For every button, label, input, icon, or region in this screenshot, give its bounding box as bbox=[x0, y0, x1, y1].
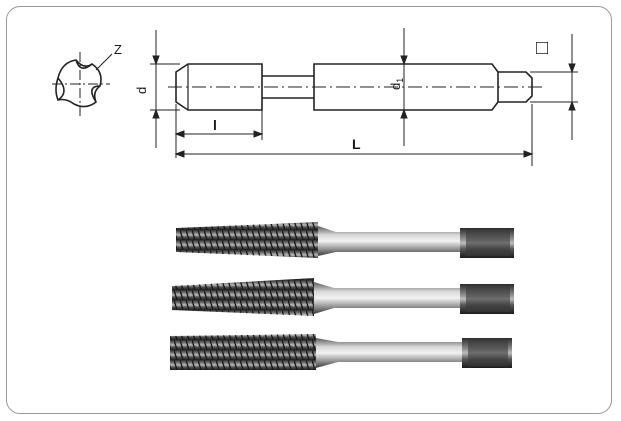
flute-count-label: Z bbox=[114, 42, 122, 57]
flute-lines bbox=[57, 59, 101, 103]
diameter-dimension bbox=[150, 30, 180, 148]
tap-photo-bottoming bbox=[170, 334, 512, 370]
tap-side-view bbox=[168, 63, 546, 111]
square-dimension bbox=[530, 34, 578, 140]
cross-section-view bbox=[52, 52, 113, 118]
diameter-label: d bbox=[134, 87, 149, 94]
taps-photo bbox=[170, 222, 514, 370]
shank-diameter-label: d1 bbox=[388, 78, 405, 90]
tap-photo-taper bbox=[176, 222, 514, 258]
tap-neck bbox=[262, 75, 314, 99]
thread-length-dimension bbox=[174, 104, 264, 158]
overall-length-label: L bbox=[352, 136, 361, 152]
thread-length-label: l bbox=[213, 117, 217, 133]
overall-length-dimension bbox=[174, 104, 534, 166]
shank-diameter-dimension bbox=[400, 28, 408, 146]
square-symbol: □ bbox=[536, 37, 548, 59]
tap-photo-plug bbox=[172, 278, 514, 316]
content-frame bbox=[6, 6, 612, 414]
